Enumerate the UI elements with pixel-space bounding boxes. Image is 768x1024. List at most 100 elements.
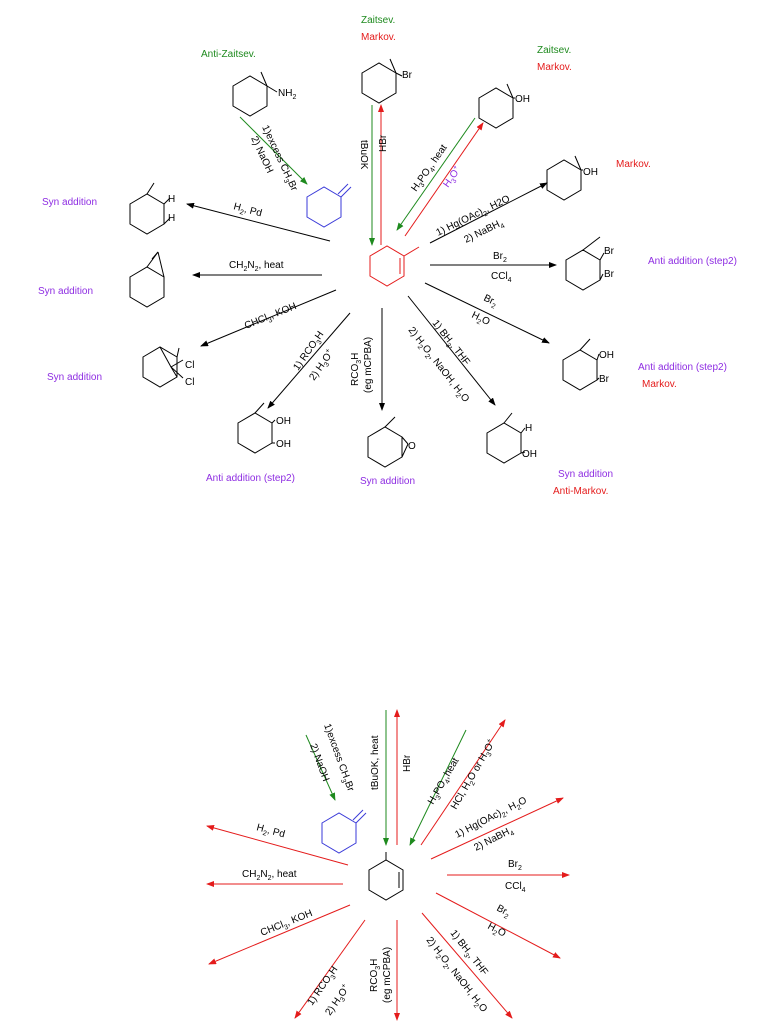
bottom-reagent-h2o2: 2) H2O2, NaOH, H2O [422, 935, 490, 1016]
bottom-arrow-amine [305, 734, 336, 801]
reagent-hbr: HBr [378, 134, 389, 152]
bromohydrin-molecule: OH Br [562, 338, 614, 391]
bottom-reagent-mcpba: (eg mCPBA) [382, 947, 393, 1003]
reagent-ccl4: CCl4 [491, 271, 512, 284]
atom-oh-1: OH [515, 94, 530, 105]
top-reaction-map: Zaitsev. Markov. Anti-Zaitsev. Zaitsev. … [38, 15, 737, 497]
bottom-reagent-chcl3: CHCl3, KOH [259, 908, 315, 941]
atom-oh-2: OH [583, 167, 598, 178]
atom-nh2: NH2 [278, 88, 296, 101]
label-anti-markov: Anti-Markov. [553, 486, 608, 497]
bromide-molecule: Br [361, 58, 413, 104]
cyclopropanated-molecule [129, 251, 165, 308]
atom-h-3: H [525, 423, 532, 434]
anti-markov-alcohol-molecule: H OH [486, 412, 537, 464]
bottom-arrow-oxymercuration [430, 797, 564, 860]
svg-text:HBr: HBr [378, 134, 389, 152]
reagent-tbuok: tBuOK [358, 140, 369, 170]
label-anti-zaitsev: Anti-Zaitsev. [201, 49, 256, 60]
bottom-reagent-br2-b: Br2 [494, 903, 512, 921]
svg-text:tBuOK: tBuOK [358, 140, 369, 170]
alcohol-molecule-2: OH [546, 155, 598, 201]
atom-o: O [408, 441, 416, 452]
reagent-h2o2: 2) H2O2, NaOH, H2O [404, 325, 472, 406]
svg-text:HCl, H2O or H3O+: HCl, H2O or H3O+ [448, 737, 499, 812]
reagent-br2: Br2 [493, 251, 507, 264]
epoxide-molecule: O [367, 416, 416, 468]
bottom-reagent-br2: Br2 [508, 859, 522, 872]
svg-text:tBuOK, heat: tBuOK, heat [370, 735, 381, 790]
svg-text:2) H2O2, NaOH, H2O: 2) H2O2, NaOH, H2O [404, 325, 471, 406]
atom-br-3: Br [599, 374, 610, 385]
anti-diol-molecule: OH OH [237, 402, 291, 454]
reagent-h2o-b: H2O [469, 310, 492, 330]
atom-oh-4: OH [276, 416, 291, 427]
top-center-methylcyclohexene [369, 245, 420, 287]
atom-br-2: Br [604, 269, 615, 280]
atom-br-1: Br [604, 246, 615, 257]
atom-cl-1: Cl [185, 360, 194, 371]
bottom-arrow-hydrogenation [206, 824, 349, 866]
label-anti-br2-h2o: Anti addition (step2) [638, 362, 727, 373]
svg-text:Br2: Br2 [494, 903, 512, 921]
bottom-arrow-bromohydrin [435, 892, 561, 959]
arrow-amine-to-alkene [239, 116, 308, 185]
arrow-oxymercuration [429, 182, 548, 244]
label-zaitsev-1: Zaitsev. [361, 15, 395, 26]
svg-text:(eg mCPBA): (eg mCPBA) [382, 947, 393, 1003]
arrow-hydroboration [407, 295, 496, 406]
atom-oh-6: OH [522, 449, 537, 460]
reagent-br2-b: Br2 [482, 293, 497, 311]
label-markov-1: Markov. [361, 32, 396, 43]
svg-text:(eg mCPBA): (eg mCPBA) [363, 337, 374, 393]
bottom-reagent-h2o-b: H2O [485, 921, 508, 941]
atom-h-2: H [168, 213, 175, 224]
svg-text:CHCl3, KOH: CHCl3, KOH [243, 301, 299, 334]
svg-text:H2, Pd: H2, Pd [232, 201, 263, 221]
svg-text:H2O: H2O [469, 310, 492, 330]
hydrogenated-molecule: H H [129, 182, 175, 235]
arrow-dichlorocarbene [200, 289, 337, 347]
dichlorocyclopropane-molecule: Cl Cl [142, 346, 194, 388]
label-syn-chcl3: Syn addition [47, 372, 102, 383]
bottom-reagent-rco3h-mid: RCO3H [369, 959, 382, 992]
label-markov-2: Markov. [537, 62, 572, 73]
atom-cl-2: Cl [185, 377, 194, 388]
reagent-chcl3: CHCl3, KOH [243, 301, 299, 334]
arrow-hydrogenation [186, 202, 331, 242]
label-anti-rco3h: Anti addition (step2) [206, 473, 295, 484]
atom-oh-5: OH [276, 439, 291, 450]
bottom-reagent-ccl4: CCl4 [505, 881, 526, 894]
atom-oh-3: OH [599, 350, 614, 361]
svg-text:RCO3H: RCO3H [350, 353, 363, 386]
svg-text:2) H2O2, NaOH, H2O: 2) H2O2, NaOH, H2O [422, 935, 489, 1016]
arrow-hydration [404, 122, 484, 237]
amine-molecule: NH2 [232, 71, 296, 117]
bottom-reagent-hbr: HBr [402, 754, 413, 772]
bottom-reagent-ch2n2: CH2N2, heat [242, 869, 297, 882]
alcohol-molecule-1: OH [478, 83, 530, 129]
reagent-mcpba: (eg mCPBA) [363, 337, 374, 393]
bottom-arrow-dichlorocarbene [208, 904, 351, 965]
bottom-reagent-hcl: HCl, H2O or H3O+ [448, 737, 499, 812]
svg-text:H2O: H2O [485, 921, 508, 941]
svg-text:CHCl3, KOH: CHCl3, KOH [259, 908, 315, 941]
svg-text:2) NaOH: 2) NaOH [307, 742, 331, 783]
label-zaitsev-2: Zaitsev. [537, 45, 571, 56]
bottom-arrow-hydration [420, 719, 506, 846]
label-syn-h2: Syn addition [42, 197, 97, 208]
bottom-arrow-hydroboration [421, 912, 513, 1019]
label-syn-bh3: Syn addition [558, 469, 613, 480]
bottom-methylenecyclohexane [321, 809, 367, 854]
methylenecyclohexane-molecule [306, 183, 352, 228]
bottom-reagent-naoh: 2) NaOH [307, 742, 331, 783]
bottom-center-methylcyclohexene [368, 852, 404, 901]
bottom-arrow-diol [294, 919, 366, 1019]
reagent-h2pd: H2, Pd [232, 201, 263, 221]
arrow-diol [267, 312, 351, 409]
svg-text:RCO3H: RCO3H [369, 959, 382, 992]
atom-h-1: H [168, 194, 175, 205]
svg-text:1)excess CH3Br: 1)excess CH3Br [319, 722, 356, 794]
reagent-ch2n2: CH2N2, heat [229, 260, 284, 273]
